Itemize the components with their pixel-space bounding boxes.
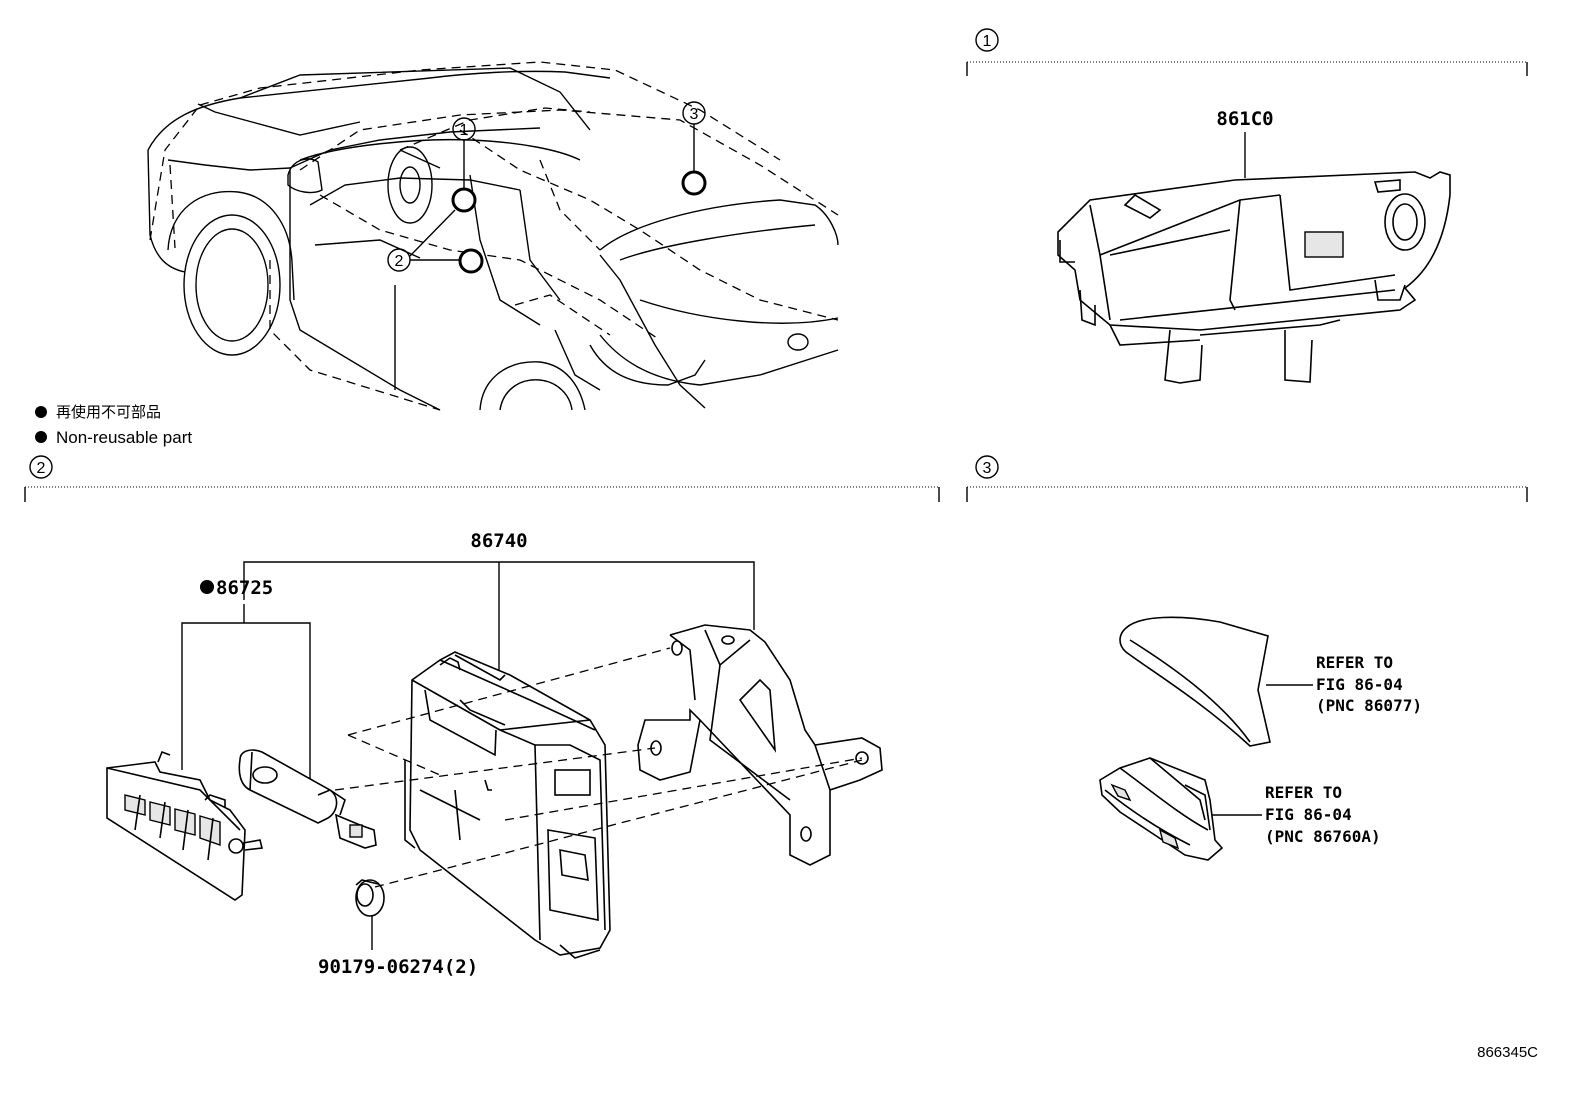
legend-en: Non-reusable part — [56, 428, 192, 447]
vehicle-callouts: 1 2 3 — [387, 101, 707, 274]
section-2: 2 86740 86725 — [24, 455, 940, 978]
ref1-line3: (PNC 86077) — [1316, 696, 1422, 715]
ref1-line1: REFER TO — [1316, 653, 1393, 672]
svg-text:1: 1 — [460, 122, 469, 139]
display-assembly-861C0 — [1057, 171, 1451, 384]
part-86740-bracket — [637, 624, 883, 866]
figure-id: 866345C — [1477, 1044, 1538, 1061]
part-86725-relay — [238, 749, 377, 849]
part-86740-ecu — [404, 651, 611, 959]
callout-3-marker: 3 — [681, 101, 707, 196]
section-3: 3 REFER TO FIG 86-04 (PNC 86077) REFER T… — [966, 455, 1528, 861]
section-1-number: 1 — [983, 33, 992, 50]
ref2-line2: FIG 86-04 — [1265, 805, 1352, 824]
legend-jp: 再使用不可部品 — [56, 404, 161, 421]
ref2-line3: (PNC 86760A) — [1265, 827, 1381, 846]
antenna-cover — [1119, 616, 1271, 747]
nonreusable-marker-86725 — [200, 580, 214, 594]
vehicle-overview — [147, 61, 839, 411]
part-86725-label: 86725 — [216, 577, 273, 599]
callout-2-marker: 2 — [387, 209, 484, 274]
ref1-line2: FIG 86-04 — [1316, 675, 1403, 694]
legend-bullet-jp — [35, 406, 47, 418]
part-86740-label: 86740 — [470, 530, 527, 552]
ref2-line1: REFER TO — [1265, 783, 1342, 802]
section-3-number: 3 — [983, 460, 992, 477]
svg-text:3: 3 — [690, 106, 699, 123]
part-86725-block — [106, 750, 263, 901]
section-1: 1 861C0 — [966, 28, 1528, 384]
svg-text:2: 2 — [395, 253, 404, 270]
part-861C0-label: 861C0 — [1216, 108, 1273, 130]
part-90179-clip — [355, 879, 385, 950]
antenna-base — [1099, 757, 1224, 861]
part-90179-label: 90179-06274(2) — [318, 956, 478, 978]
callout-1-marker: 1 — [451, 117, 477, 213]
section-2-number: 2 — [37, 460, 46, 477]
legend-bullet-en — [35, 431, 47, 443]
legend: 再使用不可部品 Non-reusable part — [35, 404, 192, 447]
